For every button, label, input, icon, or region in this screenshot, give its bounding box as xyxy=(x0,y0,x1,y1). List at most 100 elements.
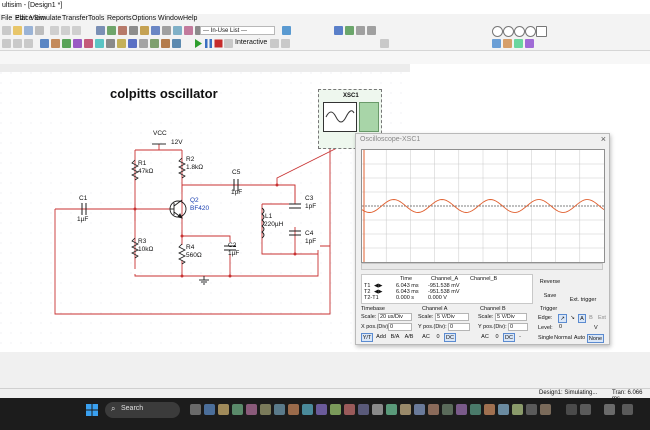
menu-view[interactable]: View xyxy=(30,15,46,22)
normal-button[interactable]: Normal xyxy=(554,335,572,341)
taskbar-app-icon[interactable] xyxy=(288,404,299,415)
component-icon[interactable] xyxy=(129,26,138,35)
transistor-icon[interactable] xyxy=(73,39,82,48)
connector-icon[interactable] xyxy=(172,39,181,48)
taskbar-app-icon[interactable] xyxy=(442,404,453,415)
component-icon[interactable] xyxy=(107,26,116,35)
none-button[interactable]: None xyxy=(587,334,604,343)
component-icon[interactable] xyxy=(151,26,160,35)
menu-reports[interactable]: Reports xyxy=(107,15,132,22)
rising-edge-icon[interactable]: ↗ xyxy=(558,314,567,323)
c3-symbol[interactable] xyxy=(289,203,301,209)
indicator-icon[interactable] xyxy=(128,39,137,48)
t1-arrows-icon[interactable]: ◀▶ xyxy=(374,283,383,289)
c2-symbol[interactable] xyxy=(224,245,236,251)
windows-start-icon[interactable] xyxy=(86,404,98,416)
channel-b-dc-button[interactable]: DC xyxy=(503,333,515,342)
c4-symbol[interactable] xyxy=(289,230,301,236)
tool-icon[interactable] xyxy=(2,39,11,48)
system-tray-icon[interactable] xyxy=(580,404,591,415)
pause-icon[interactable] xyxy=(204,39,213,48)
menu-simulate[interactable]: Simulate xyxy=(34,15,62,22)
cut-icon[interactable] xyxy=(50,26,59,35)
ba-button[interactable]: B/A xyxy=(390,334,400,340)
menu-help[interactable]: Help xyxy=(183,15,198,22)
trigger-b-button[interactable]: B xyxy=(589,315,593,321)
channel-a-ypos-field[interactable]: 0 xyxy=(448,323,470,331)
instrument-icon[interactable] xyxy=(492,39,501,48)
clock-area[interactable] xyxy=(604,404,615,415)
yt-button[interactable]: Y/T xyxy=(361,333,373,342)
mcu-icon[interactable] xyxy=(117,39,126,48)
reverse-button[interactable]: Reverse xyxy=(539,279,561,285)
instrument-icon[interactable] xyxy=(525,39,534,48)
component-icon[interactable] xyxy=(96,26,105,35)
taskbar-app-icon[interactable] xyxy=(204,404,215,415)
taskbar-app-icon[interactable] xyxy=(316,404,327,415)
falling-edge-icon[interactable]: ↘ xyxy=(570,315,575,321)
tool-icon[interactable] xyxy=(13,39,22,48)
zoom-sheet-icon[interactable] xyxy=(525,26,536,37)
save-button[interactable]: Save xyxy=(543,293,557,299)
taskbar-app-icon[interactable] xyxy=(274,404,285,415)
menu-edit[interactable]: Edit xyxy=(15,15,28,22)
basic-icon[interactable] xyxy=(51,39,60,48)
taskbar-app-icon[interactable] xyxy=(470,404,481,415)
channel-b-ac-button[interactable]: AC xyxy=(481,334,489,340)
q2-transistor[interactable] xyxy=(169,199,187,219)
open-icon[interactable] xyxy=(13,26,22,35)
menu-tools[interactable]: Tools xyxy=(88,15,105,22)
taskbar-app-icon[interactable] xyxy=(330,404,341,415)
oscilloscope-scrollbar[interactable] xyxy=(361,263,603,270)
tool-icon[interactable] xyxy=(281,39,290,48)
probe-icon[interactable] xyxy=(334,26,343,35)
channel-a-zero-button[interactable]: 0 xyxy=(436,334,440,340)
close-icon[interactable]: × xyxy=(600,134,606,144)
instrument-icon[interactable] xyxy=(503,39,512,48)
misc-icon[interactable] xyxy=(139,39,148,48)
trigger-ext-button[interactable]: Ext xyxy=(598,315,606,321)
system-tray-icon[interactable] xyxy=(566,404,577,415)
taskbar-app-icon[interactable] xyxy=(218,404,229,415)
tool-icon[interactable] xyxy=(380,39,389,48)
cmos-icon[interactable] xyxy=(106,39,115,48)
menu-window[interactable]: Window xyxy=(158,15,183,22)
channel-a-ac-button[interactable]: AC xyxy=(422,334,430,340)
in-use-list-dropdown[interactable]: --- In-Use List --- xyxy=(200,26,275,35)
rf-icon[interactable] xyxy=(150,39,159,48)
channel-b-scale-field[interactable]: 5 V/Div xyxy=(495,313,527,321)
channel-a-dc-button[interactable]: DC xyxy=(444,333,456,342)
menu-options[interactable]: Options xyxy=(132,15,157,22)
taskbar-app-icon[interactable] xyxy=(260,404,271,415)
taskbar-app-icon[interactable] xyxy=(190,404,201,415)
new-icon[interactable] xyxy=(2,26,11,35)
taskbar-app-icon[interactable] xyxy=(456,404,467,415)
taskbar-app-icon[interactable] xyxy=(414,404,425,415)
menu-transfer[interactable]: Transfer xyxy=(62,15,88,22)
fullscreen-icon[interactable] xyxy=(536,26,547,37)
source-icon[interactable] xyxy=(40,39,49,48)
ground-symbol[interactable] xyxy=(199,276,209,285)
ext-trigger-button[interactable]: Ext. trigger xyxy=(569,297,597,303)
component-icon[interactable] xyxy=(195,26,204,35)
paste-icon[interactable] xyxy=(72,26,81,35)
analog-icon[interactable] xyxy=(84,39,93,48)
component-icon[interactable] xyxy=(118,26,127,35)
single-button[interactable]: Single xyxy=(538,335,554,341)
r3-symbol[interactable] xyxy=(131,237,139,259)
taskbar-app-icon[interactable] xyxy=(428,404,439,415)
l1-symbol[interactable] xyxy=(261,207,265,239)
taskbar-app-icon[interactable] xyxy=(372,404,383,415)
taskbar-app-icon[interactable] xyxy=(232,404,243,415)
taskbar-app-icon[interactable] xyxy=(484,404,495,415)
t2-arrows-icon[interactable]: ◀▶ xyxy=(374,289,383,295)
menu-file[interactable]: File xyxy=(1,15,13,22)
xpos-field[interactable]: 0 xyxy=(388,323,412,331)
component-icon[interactable] xyxy=(140,26,149,35)
trigger-level-field[interactable]: 0 xyxy=(559,324,563,330)
ab-button[interactable]: A/B xyxy=(404,334,414,340)
print-icon[interactable] xyxy=(35,26,44,35)
help-icon[interactable] xyxy=(282,26,291,35)
run-icon[interactable] xyxy=(194,39,203,48)
save-icon[interactable] xyxy=(24,26,33,35)
